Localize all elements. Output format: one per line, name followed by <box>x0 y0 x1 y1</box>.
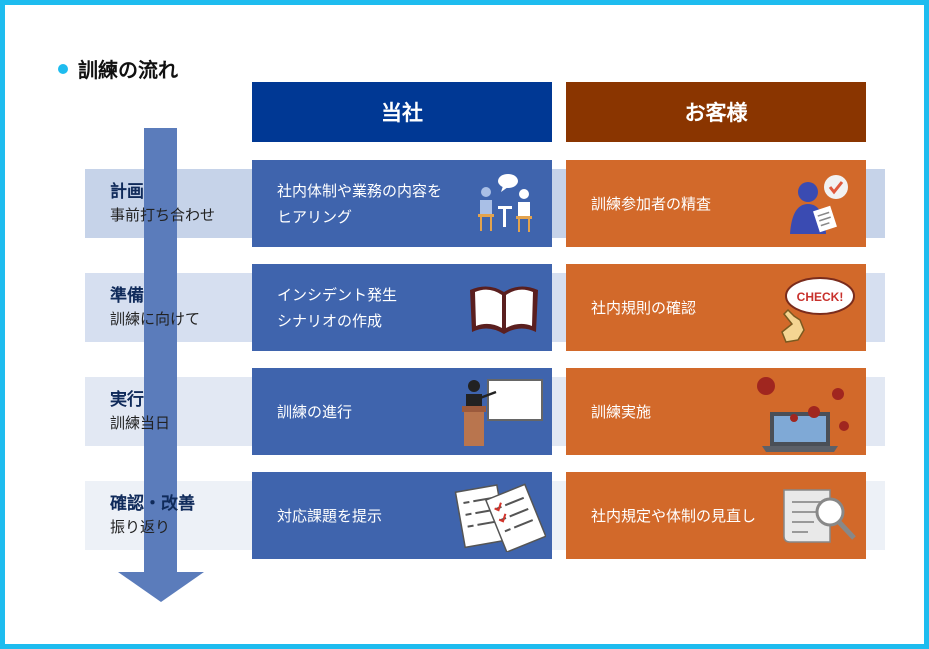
customer-card-4: 社内規定や体制の見直し <box>566 472 866 559</box>
checklist-documents-icon <box>454 483 546 552</box>
card-line: ヒアリング <box>277 207 353 226</box>
step-subtitle: 訓練当日 <box>110 414 171 432</box>
customer-card-text: 訓練実施 <box>591 399 651 425</box>
company-card-2: インシデント発生 シナリオの作成 <box>252 264 552 351</box>
section-title: 訓練の流れ <box>58 54 178 83</box>
card-line: 社内規則の確認 <box>591 298 697 317</box>
step-label-4: 確認・改善 振り返り <box>110 492 250 538</box>
company-card-text: 対応課題を提示 <box>277 503 382 529</box>
open-book-icon <box>470 286 538 334</box>
bullet-dot-icon <box>58 63 68 74</box>
presenter-whiteboard-icon <box>462 379 543 446</box>
step-label-2: 準備 訓練に向けて <box>110 284 250 330</box>
company-card-text: 社内体制や業務の内容を ヒアリング <box>277 178 442 230</box>
company-card-text: インシデント発生 シナリオの作成 <box>277 282 397 334</box>
card-line: 訓練実施 <box>591 402 652 421</box>
customer-card-2: 社内規則の確認 CHECK! <box>566 264 866 351</box>
step-subtitle: 事前打ち合わせ <box>110 206 216 224</box>
customer-card-text: 訓練参加者の精査 <box>591 191 711 217</box>
card-line: 社内規定や体制の見直し <box>591 506 757 525</box>
company-card-text: 訓練の進行 <box>277 399 352 425</box>
step-label-3: 実行 訓練当日 <box>110 388 250 434</box>
section-title-text: 訓練の流れ <box>78 58 178 82</box>
flow-arrow-head-icon <box>118 572 204 602</box>
step-label-1: 計画 事前打ち合わせ <box>110 180 250 226</box>
card-line: シナリオの作成 <box>277 311 383 330</box>
step-title: 準備 <box>110 286 144 306</box>
step-subtitle: 振り返り <box>110 518 171 536</box>
virus-laptop-icon <box>757 377 849 452</box>
card-line: 対応課題を提示 <box>277 506 383 525</box>
meeting-icon <box>478 174 532 232</box>
card-line: 訓練の進行 <box>277 402 353 421</box>
step-subtitle: 訓練に向けて <box>110 310 201 328</box>
check-text: CHECK! <box>797 290 844 304</box>
flow-arrow-shaft <box>144 128 177 574</box>
column-header-customer: お客様 <box>566 82 866 142</box>
document-magnifier-icon <box>783 489 856 543</box>
step-title: 確認・改善 <box>110 494 195 514</box>
check-pointing-icon: CHECK! <box>781 277 855 343</box>
person-checklist-icon <box>790 175 848 234</box>
card-line: 訓練参加者の精査 <box>591 194 712 213</box>
card-line: 社内体制や業務の内容を <box>277 181 443 200</box>
card-line: インシデント発生 <box>277 285 398 304</box>
customer-card-1: 訓練参加者の精査 <box>566 160 866 247</box>
step-title: 実行 <box>110 390 144 410</box>
customer-card-text: 社内規定や体制の見直し <box>591 503 756 529</box>
step-title: 計画 <box>110 182 144 202</box>
customer-card-text: 社内規則の確認 <box>591 295 696 321</box>
company-card-3: 訓練の進行 <box>252 368 552 455</box>
company-card-4: 対応課題を提示 <box>252 472 552 559</box>
customer-card-3: 訓練実施 <box>566 368 866 455</box>
company-card-1: 社内体制や業務の内容を ヒアリング <box>252 160 552 247</box>
column-header-company: 当社 <box>252 82 552 142</box>
